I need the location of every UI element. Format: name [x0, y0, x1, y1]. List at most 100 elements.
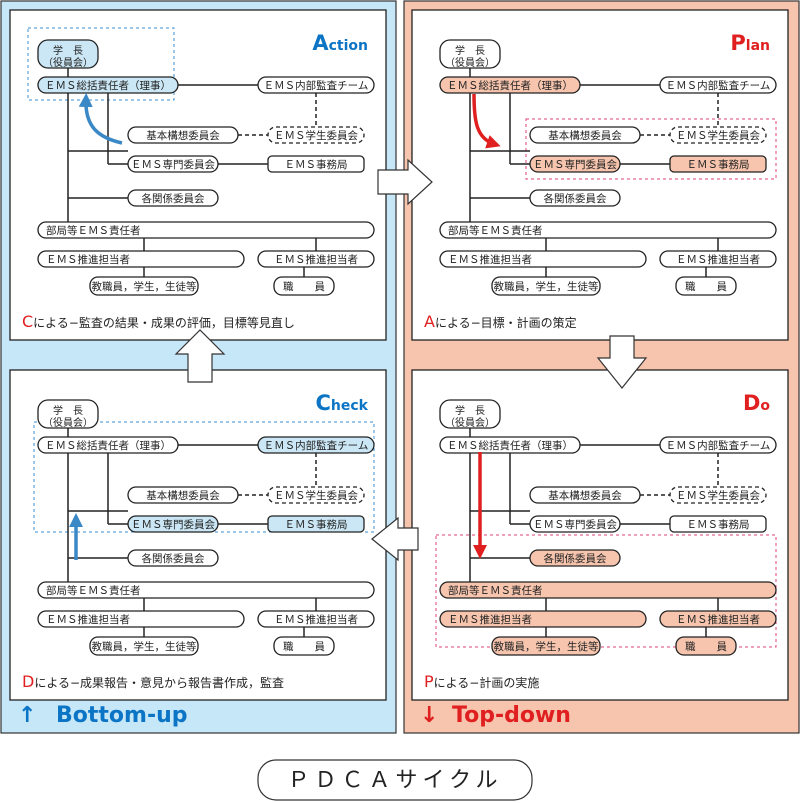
faculty-label: 教職員，学生，生徒等: [494, 640, 599, 653]
audit-box: ＥＭＳ内部監査チーム: [257, 436, 375, 454]
related-label: 各関係委員会: [142, 552, 205, 565]
dept-box: 部局等ＥＭＳ責任者: [37, 221, 375, 239]
check-panel: Check 学 長（役員会） ＥＭＳ総括責任者（理事） ＥＭＳ内部監査チーム基本構想委…: [9, 369, 387, 701]
president-box: 学 長（役員会）: [439, 399, 501, 429]
president-label-1: 学 長: [53, 404, 83, 417]
arrow-do-to-check: [371, 516, 419, 562]
dept-label: 部局等ＥＭＳ責任者: [448, 224, 543, 237]
promo2-box: ＥＭＳ推進担当者: [257, 610, 375, 628]
president-label-2: （役員会）: [43, 56, 93, 69]
bottom-up-label: ↑ Bottom-up: [18, 703, 188, 728]
svg-text:↓: ↓: [420, 703, 438, 728]
check-caption: Dによる−成果報告・意見から報告書作成，監査: [22, 672, 284, 691]
promo2-box: ＥＭＳ推進担当者: [257, 250, 375, 268]
promo1-box: ＥＭＳ推進担当者: [37, 250, 245, 268]
special-box: ＥＭＳ専門委員会: [529, 515, 621, 533]
do-phase-title: Do: [743, 391, 770, 415]
special-label: ＥＭＳ専門委員会: [533, 518, 617, 531]
student-label: ＥＭＳ学生委員会: [676, 489, 760, 502]
footer-title: ＰＤＣＡサイクル: [257, 759, 533, 801]
check-phase-title: Check: [316, 391, 369, 415]
special-label: ＥＭＳ専門委員会: [131, 158, 215, 171]
action-highlight-region: [27, 27, 175, 101]
arrow-action-to-plan: [377, 158, 433, 206]
audit-label: ＥＭＳ内部監査チーム: [264, 79, 369, 92]
student-box: ＥＭＳ学生委員会: [669, 126, 767, 144]
staff-label: 職 員: [685, 641, 727, 653]
chief-box: ＥＭＳ総括責任者（理事）: [439, 436, 581, 454]
staff-label: 職 員: [685, 281, 727, 293]
promo1-box: ＥＭＳ推進担当者: [439, 610, 647, 628]
staff-box: 職 員: [675, 636, 737, 656]
svg-text:ＰＤＣＡサイクル: ＰＤＣＡサイクル: [288, 768, 503, 793]
chief-label: ＥＭＳ総括責任者（理事）: [447, 439, 573, 452]
related-box: 各関係委員会: [529, 189, 621, 207]
audit-box: ＥＭＳ内部監査チーム: [659, 436, 777, 454]
audit-label: ＥＭＳ内部監査チーム: [666, 439, 771, 452]
dept-label: 部局等ＥＭＳ責任者: [46, 584, 141, 597]
office-label: ＥＭＳ事務局: [285, 518, 348, 531]
dept-box: 部局等ＥＭＳ責任者: [37, 581, 375, 599]
audit-label: ＥＭＳ内部監査チーム: [264, 439, 369, 452]
president-label-2: （役員会）: [43, 416, 93, 429]
student-box: ＥＭＳ学生委員会: [267, 126, 365, 144]
chief-box: ＥＭＳ総括責任者（理事）: [37, 436, 179, 454]
arrow-check-to-action: [174, 329, 226, 383]
promo2-box: ＥＭＳ推進担当者: [659, 610, 777, 628]
student-label: ＥＭＳ学生委員会: [274, 489, 358, 502]
student-box: ＥＭＳ学生委員会: [669, 486, 767, 504]
staff-box: 職 員: [675, 276, 737, 296]
president-label-1: 学 長: [455, 404, 485, 417]
dept-label: 部局等ＥＭＳ責任者: [448, 584, 543, 597]
faculty-label: 教職員，学生，生徒等: [92, 280, 197, 293]
svg-text:Top-down: Top-down: [452, 703, 571, 728]
related-label: 各関係委員会: [544, 192, 607, 205]
promo1-label: ＥＭＳ推進担当者: [46, 253, 130, 266]
faculty-label: 教職員，学生，生徒等: [494, 280, 599, 293]
promo1-box: ＥＭＳ推進担当者: [439, 250, 647, 268]
plan-panel: Plan 学 長（役員会） ＥＭＳ総括責任者（理事） ＥＭＳ内部監査チーム基本構想委員…: [411, 9, 789, 341]
related-label: 各関係委員会: [544, 552, 607, 565]
audit-box: ＥＭＳ内部監査チーム: [659, 76, 777, 94]
basic-label: 基本構想委員会: [146, 489, 220, 502]
basic-box: 基本構想委員会: [529, 126, 641, 144]
promo1-label: ＥＭＳ推進担当者: [46, 613, 130, 626]
office-label: ＥＭＳ事務局: [285, 158, 348, 171]
plan-phase-title: Plan: [730, 31, 770, 55]
president-box: 学 長（役員会）: [439, 39, 501, 69]
basic-box: 基本構想委員会: [127, 126, 239, 144]
svg-text:Bottom-up: Bottom-up: [56, 703, 188, 728]
promo2-box: ＥＭＳ推進担当者: [659, 250, 777, 268]
chief-box: ＥＭＳ総括責任者（理事）: [439, 76, 581, 94]
office-label: ＥＭＳ事務局: [687, 158, 750, 171]
promo1-label: ＥＭＳ推進担当者: [448, 613, 532, 626]
plan-highlight-region: [525, 118, 777, 180]
plan-flow-arrow: [472, 93, 501, 149]
president-label-2: （役員会）: [445, 56, 495, 69]
promo2-label: ＥＭＳ推進担当者: [274, 613, 358, 626]
president-label-1: 学 長: [53, 44, 83, 57]
promo2-label: ＥＭＳ推進担当者: [274, 253, 358, 266]
special-label: ＥＭＳ専門委員会: [533, 158, 617, 171]
office-box: ＥＭＳ事務局: [669, 155, 767, 173]
promo1-box: ＥＭＳ推進担当者: [37, 610, 245, 628]
do-caption: Pによる−計画の実施: [424, 672, 539, 691]
promo2-label: ＥＭＳ推進担当者: [676, 613, 760, 626]
faculty-box: 教職員，学生，生徒等: [491, 636, 601, 656]
related-label: 各関係委員会: [142, 192, 205, 205]
president-label-1: 学 長: [455, 44, 485, 57]
arrow-plan-to-do: [596, 335, 648, 389]
student-box: ＥＭＳ学生委員会: [267, 486, 365, 504]
basic-label: 基本構想委員会: [548, 129, 622, 142]
basic-box: 基本構想委員会: [529, 486, 641, 504]
faculty-label: 教職員，学生，生徒等: [92, 640, 197, 653]
dept-box: 部局等ＥＭＳ責任者: [439, 581, 777, 599]
special-box: ＥＭＳ専門委員会: [127, 155, 219, 173]
promo2-label: ＥＭＳ推進担当者: [676, 253, 760, 266]
office-box: ＥＭＳ事務局: [267, 515, 365, 533]
related-box: 各関係委員会: [127, 549, 219, 567]
action-caption: Cによる−監査の結果・成果の評価，目標等見直し: [22, 312, 295, 331]
